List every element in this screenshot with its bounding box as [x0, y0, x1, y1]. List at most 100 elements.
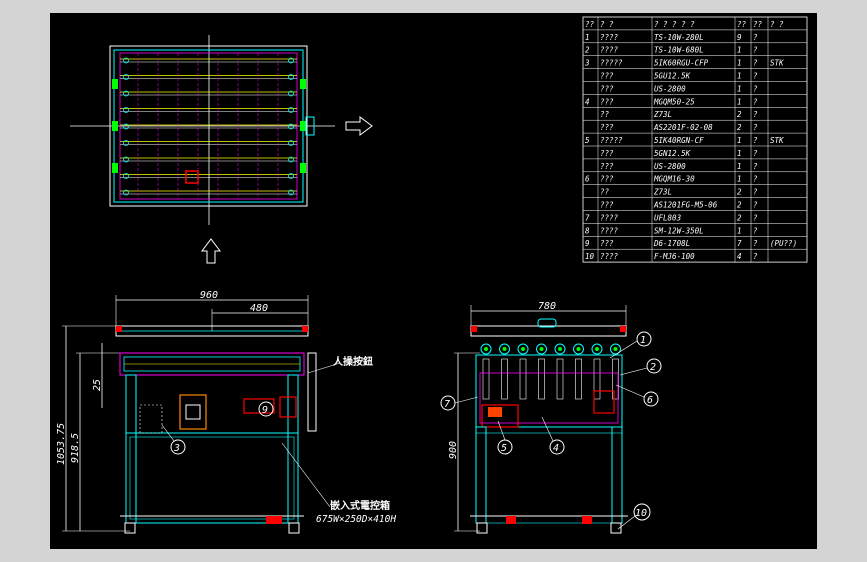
bom-cell-qty: 1: [737, 72, 742, 81]
bom-cell-name: ???: [600, 175, 614, 184]
bom-cell-mat: ?: [753, 213, 758, 222]
dim-top-offset: 25: [92, 379, 103, 391]
bom-cell-mat: ?: [753, 239, 758, 248]
bom-cell-qty: 2: [737, 188, 742, 197]
bom-cell-no: 7: [585, 213, 590, 222]
bom-cell-name: ???: [600, 162, 614, 171]
side-roller-group: [480, 343, 621, 400]
dim-side-height: 900: [448, 441, 459, 459]
dim-front-inner: 480: [250, 303, 268, 314]
bom-cell-mat: ?: [753, 136, 758, 145]
bom-header-cell: ??: [585, 20, 595, 29]
bom-cell-name: ???: [600, 239, 614, 248]
bom-cell-name: ???: [600, 201, 614, 210]
bom-cell-mat: ?: [753, 84, 758, 93]
bom-cell-qty: 2: [737, 201, 742, 210]
balloon-7-label: 7: [444, 399, 450, 410]
bom-cell-no: 10: [585, 252, 595, 261]
dim-side-width: 780: [538, 301, 556, 312]
balloon-2: [646, 358, 662, 374]
bom-cell-qty: 1: [737, 136, 742, 145]
bom-cell-model: 5GN12.5K: [654, 149, 691, 158]
bom-cell-mat: ?: [753, 110, 758, 119]
bom-cell-mat: ?: [753, 226, 758, 235]
bom-cell-mat: ?: [753, 97, 758, 106]
bom-header-cell: ??: [753, 20, 763, 29]
balloon-6: [643, 391, 659, 407]
top-view: [70, 35, 373, 264]
dim-frame-height: 918.5: [70, 433, 81, 463]
bom-cell-name: ???: [600, 97, 614, 106]
bom-header-cell: ? ?: [600, 20, 614, 29]
bom-cell-note: STK: [770, 59, 784, 68]
bom-cell-qty: 1: [737, 59, 742, 68]
bom-cell-no: 1: [585, 33, 590, 42]
bom-header-cell: ? ?: [770, 20, 784, 29]
bom-cell-name: ????: [600, 33, 619, 42]
balloon-10-label: 10: [635, 508, 647, 519]
side-view: 780 900: [440, 301, 662, 534]
balloon-4-label: 4: [553, 443, 559, 454]
bom-cell-no: 4: [585, 97, 590, 106]
bom-cell-qty: 9: [737, 33, 742, 42]
bom-cell-name: ???: [600, 123, 614, 132]
bom-cell-qty: 1: [737, 46, 742, 55]
bom-cell-model: MGQM16-30: [653, 175, 695, 184]
bom-cell-mat: ?: [753, 46, 758, 55]
bom-cell-name: ???: [600, 84, 614, 93]
bom-cell-qty: 1: [737, 175, 742, 184]
bom-cell-model: F-MJ6-100: [654, 252, 695, 261]
bom-cell-name: ??: [600, 110, 610, 119]
bom-cell-model: UFL803: [654, 213, 682, 222]
bom-cell-mat: ?: [753, 59, 758, 68]
bom-cell-no: 2: [585, 46, 590, 55]
bom-cell-qty: 2: [737, 213, 742, 222]
balloon-1: [636, 331, 652, 347]
bom-cell-qty: 1: [737, 149, 742, 158]
bom-cell-model: SM-12W-350L: [654, 226, 704, 235]
bom-cell-name: ???: [600, 149, 614, 158]
dim-front-width: 960: [200, 290, 218, 301]
balloon-9: [258, 401, 274, 417]
bom-cell-qty: 1: [737, 97, 742, 106]
bom-cell-qty: 2: [737, 110, 742, 119]
bom-cell-name: ????: [600, 46, 619, 55]
bom-cell-no: 6: [585, 175, 590, 184]
balloon-10: [633, 503, 651, 521]
bom-cell-model: US-2800: [654, 84, 686, 93]
bom-cell-name: ???: [600, 72, 614, 81]
bom-cell-mat: ?: [753, 201, 758, 210]
bom-cell-model: 5IK60RGU-CFP: [654, 59, 709, 68]
bom-cell-model: Z73L: [653, 110, 672, 119]
bom-cell-no: 5: [585, 136, 590, 145]
note-control-box: 嵌入式電控箱: [330, 499, 390, 512]
bom-cell-name: ??: [600, 188, 610, 197]
bom-cell-model: TS-10W-680L: [654, 46, 704, 55]
dim-total-height: 1053.75: [56, 423, 67, 465]
front-view: 960 480 1053.75 918.5 25: [56, 290, 396, 534]
bom-cell-name: ?????: [600, 136, 623, 145]
bom-cell-name: ?????: [600, 59, 623, 68]
balloon-2-label: 2: [650, 362, 656, 373]
bom-cell-mat: ?: [753, 72, 758, 81]
bom-cell-qty: 4: [737, 252, 742, 261]
bom-cell-mat: ?: [753, 175, 758, 184]
bom-cell-model: AS2201F-02-08: [653, 123, 713, 132]
bom-cell-qty: 7: [737, 239, 742, 248]
bom-cell-model: US-2800: [654, 162, 686, 171]
bom-cell-mat: ?: [753, 188, 758, 197]
balloon-4: [549, 439, 565, 455]
bom-cell-model: 5IK40RGN-CF: [654, 136, 704, 145]
flow-arrow-up-icon: [201, 238, 221, 264]
bom-cell-qty: 1: [737, 84, 742, 93]
bom-cell-qty: 1: [737, 162, 742, 171]
bom-cell-model: AS1201FG-M5-06: [653, 201, 718, 210]
bom-cell-name: ????: [600, 213, 619, 222]
bom-cell-name: ????: [600, 226, 619, 235]
balloon-3: [170, 439, 186, 455]
bom-cell-qty: 2: [737, 123, 742, 132]
